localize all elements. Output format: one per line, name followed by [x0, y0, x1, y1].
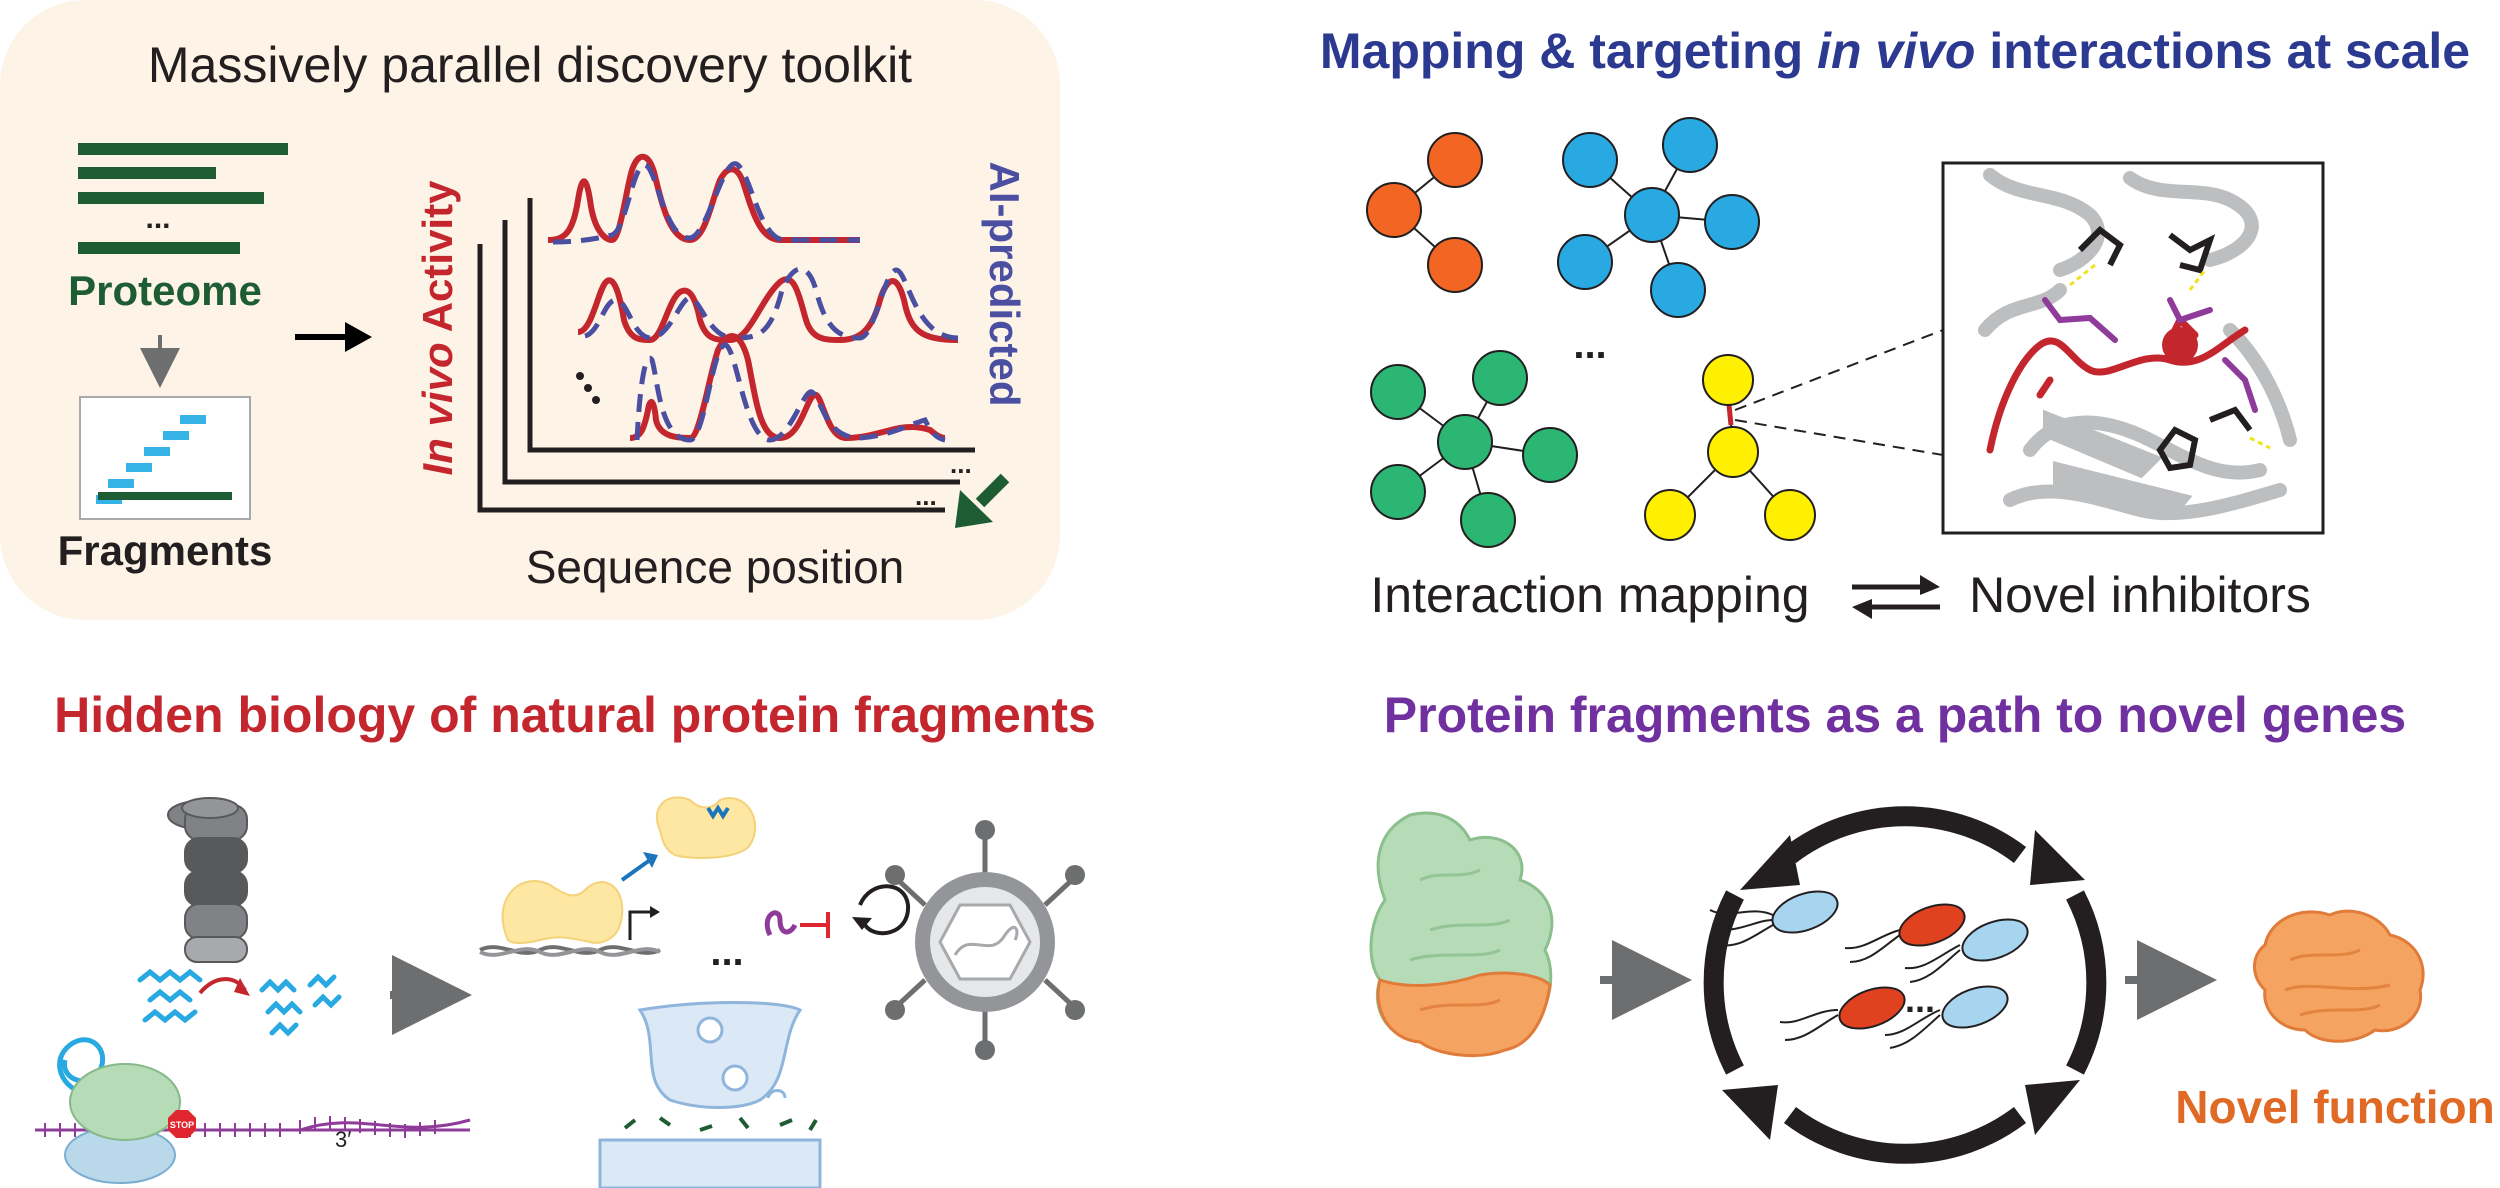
structure-peptide-core: [2162, 327, 2198, 363]
mapping-panel: Mapping & targeting in vivo interactions…: [1320, 23, 2470, 623]
sequence-position-label: Sequence position: [526, 541, 905, 593]
structure-inset-frame: [1941, 161, 2325, 535]
bacterium-2: [1898, 903, 1966, 947]
in-vivo-activity-label: In vivo Activity: [414, 180, 461, 476]
novel-genes-panel: Protein fragments as a path to novel gen…: [1369, 687, 2495, 1164]
structure-inset: [1941, 161, 2325, 535]
proteasome-rings: [184, 804, 248, 963]
postsynaptic-membrane: [598, 1138, 822, 1188]
more-tracks-dots: [576, 372, 600, 404]
proteome-label: Proteome: [68, 267, 262, 314]
network-yellow: [1644, 354, 1816, 541]
novel-inhibitors-label: Novel inhibitors: [1969, 567, 2311, 623]
ribosome: STOP 3′: [35, 1037, 471, 1184]
interaction-mapping-label: Interaction mapping: [1370, 567, 1809, 623]
tf-protein: [501, 880, 624, 944]
ai-predicted-label: AI-predicted: [981, 161, 1028, 406]
bacterium-1: [1771, 890, 1839, 934]
synapse: [598, 1001, 822, 1188]
bacteria-ellipsis: ...: [1905, 979, 1935, 1020]
track2-ai-trace: [583, 266, 959, 341]
bacterium-4: [1838, 986, 1906, 1030]
network-blue: [1557, 117, 1760, 318]
structure-hbonds: [2069, 263, 2271, 450]
mapping-title-italic: in vivo: [1817, 23, 1975, 79]
cycle-arrow: [858, 884, 911, 936]
three-prime-label: 3′: [335, 1127, 351, 1152]
proteome-list-ellipsis: ...: [145, 202, 170, 235]
inhibition-mark: [800, 912, 830, 938]
toolkit-arrow: [295, 322, 372, 352]
mapping-title-part1: Mapping & targeting: [1320, 23, 1817, 79]
fragments-full-length-bar: [98, 492, 232, 500]
zoom-lines: [1734, 329, 1944, 456]
dna-strand-2: [479, 947, 661, 957]
in-vivo-activity-rest: Activity: [414, 180, 461, 342]
released-tf-protein: [655, 796, 757, 859]
track1-activity-trace: [547, 153, 860, 244]
processing-arrowhead: [234, 978, 250, 996]
track3-ai-trace: [634, 342, 946, 443]
hidden-biology-title: Hidden biology of natural protein fragme…: [54, 687, 1096, 743]
axes-ellipsis-2: ...: [915, 481, 937, 511]
antiviral-peptide: [764, 910, 798, 937]
network-orange: [1366, 132, 1483, 293]
protein-surface: [1369, 811, 1554, 1058]
bound-peptide: [706, 804, 730, 820]
mapping-title-part2: interactions at scale: [1975, 23, 2470, 79]
evolution-cycle: [1703, 806, 2107, 1164]
structure-ribbons-gray: [1978, 168, 2297, 521]
bacterium-5: [1941, 985, 2009, 1029]
network-green: [1370, 350, 1578, 548]
promoter-arrow: [628, 910, 655, 940]
proteasome: [167, 797, 248, 963]
toolkit-title: Massively parallel discovery toolkit: [148, 37, 912, 93]
axes-ellipsis-1: ...: [950, 449, 972, 479]
novel-function-label: Novel function: [2175, 1081, 2494, 1133]
hidden-ellipsis: ...: [710, 930, 743, 974]
proteome-list: [78, 143, 288, 254]
peptide-fragments: [137, 968, 342, 1037]
novel-genes-title: Protein fragments as a path to novel gen…: [1384, 687, 2406, 743]
novel-protein-surface: [2253, 909, 2425, 1043]
ribosome-large-subunit: [69, 1063, 181, 1141]
presynaptic-terminal: [637, 1001, 803, 1109]
bacterium-3: [1961, 918, 2029, 962]
ai-predicted-arrow: [955, 473, 1010, 528]
stop-label: STOP: [170, 1120, 194, 1130]
stop-sign: [168, 1110, 196, 1138]
stacked-plot-axes: [477, 198, 975, 513]
transcription-scene: [479, 796, 757, 957]
networks-ellipsis: ...: [1573, 323, 1606, 367]
in-vivo-activity-italic: In vivo: [414, 342, 461, 475]
fragments-label: Fragments: [58, 527, 273, 574]
vesicle-2: [721, 1064, 749, 1092]
nascent-chain: [57, 1037, 106, 1098]
hidden-biology-panel: Hidden biology of natural protein fragme…: [35, 687, 1096, 1188]
neurotransmitters: [623, 1116, 818, 1132]
tf-release-arrow: [620, 858, 652, 882]
virus: [885, 820, 1085, 1060]
cycle-arrowheads: [1722, 830, 2085, 1140]
toolkit-panel: Massively parallel discovery toolkit ...…: [0, 0, 1060, 620]
structure-sticks-black: [2077, 226, 2253, 472]
bacteria: [1709, 890, 2029, 1049]
structure-sticks-purple: [2042, 297, 2258, 413]
equilibrium-arrows: [1852, 575, 1940, 619]
track1-ai-trace: [552, 161, 860, 245]
vesicle-1: [696, 1016, 724, 1044]
mapping-title: Mapping & targeting in vivo interactions…: [1320, 23, 2470, 79]
